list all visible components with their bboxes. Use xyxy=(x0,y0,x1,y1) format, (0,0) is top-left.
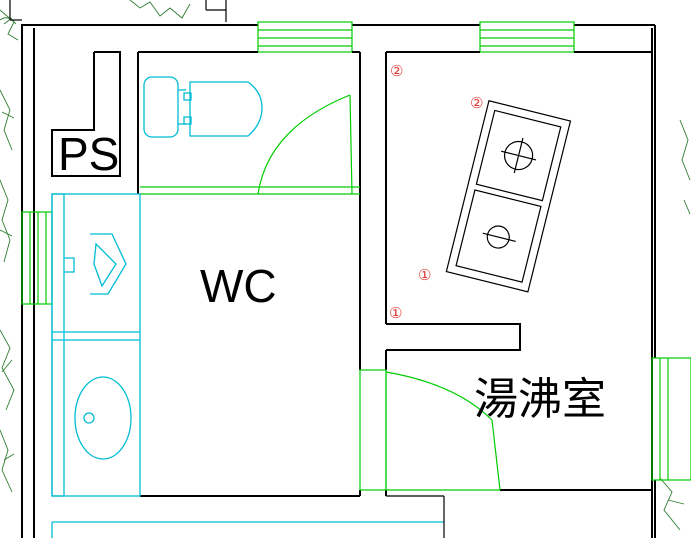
window-right xyxy=(651,357,691,481)
ps-shaft xyxy=(51,51,121,177)
outer-boundary xyxy=(9,0,227,22)
wc-partition xyxy=(140,186,360,195)
wc-door xyxy=(257,94,353,195)
gas-stove xyxy=(445,100,572,293)
kitchenette-label: 湯沸室 xyxy=(474,374,606,425)
marker-1-stove: ① xyxy=(418,266,431,284)
window-top-right xyxy=(479,21,575,53)
kitchenette-walls xyxy=(385,51,652,496)
toilet xyxy=(143,76,263,138)
ps-label: PS xyxy=(58,128,119,180)
washstand xyxy=(51,193,141,497)
bottom-counter xyxy=(51,495,445,538)
marker-1-corner: ① xyxy=(389,304,402,322)
wc-walls xyxy=(137,51,361,497)
wc-label: WC xyxy=(200,260,277,312)
sink-basin xyxy=(74,376,132,460)
marker-2-corner: ② xyxy=(390,62,403,80)
window-top-left xyxy=(257,21,353,53)
marker-2-stove: ② xyxy=(470,94,483,112)
outer-walls xyxy=(21,24,656,538)
window-left xyxy=(21,211,53,305)
kitchenette-door xyxy=(359,369,501,491)
